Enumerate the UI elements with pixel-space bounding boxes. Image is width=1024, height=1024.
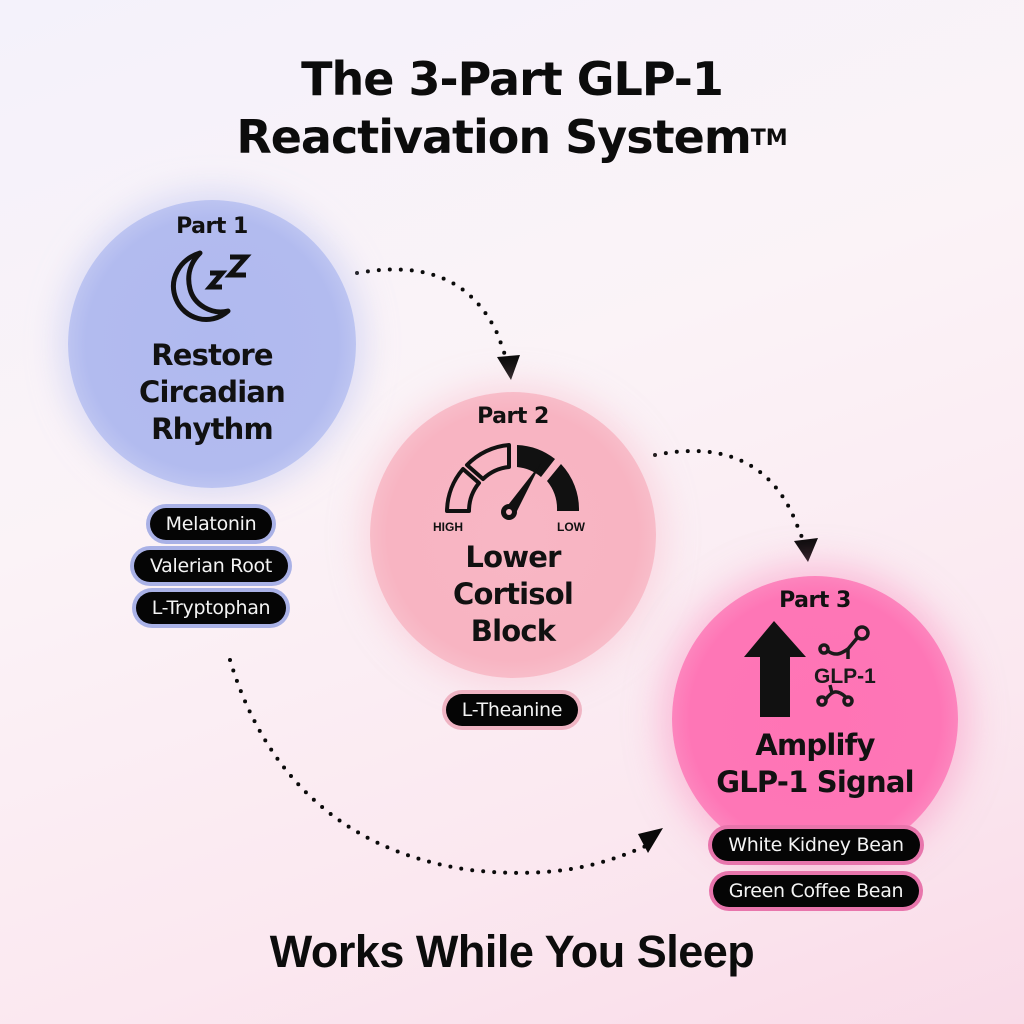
- gauge-high-label: HIGH: [433, 520, 463, 533]
- arrow-part2-to-part3: [653, 449, 805, 542]
- molecule-icon: [816, 625, 870, 707]
- part-3-circle: Part 3 GLP-1 Amplify GLP-1 Signal: [672, 576, 958, 862]
- moon-sleep-icon: [171, 250, 252, 322]
- arrow-part1-to-part3: [228, 658, 650, 875]
- arrowhead-part3: [794, 538, 818, 562]
- arrow-part1-to-part2: [355, 267, 508, 360]
- up-arrow-molecule-icon: GLP-1: [744, 621, 876, 717]
- ingredient-pill: L-Theanine: [445, 694, 579, 726]
- ingredient-pill: Melatonin: [149, 508, 273, 540]
- up-arrow-icon: [744, 621, 806, 717]
- part-1-circle: Part 1 Restore Circadian Rhythm: [68, 200, 356, 488]
- gauge-low-label: LOW: [557, 520, 586, 533]
- part-3-heading: Amplify GLP-1 Signal: [716, 728, 914, 799]
- glp-1-molecule-label: GLP-1: [814, 665, 876, 688]
- title-line-1: The 3-Part GLP-1: [301, 52, 724, 106]
- ingredient-pill: Valerian Root: [133, 550, 289, 582]
- part-3-ingredients: White Kidney Bean Green Coffee Bean: [698, 829, 934, 907]
- part-2-circle: Part 2 HIGH LOW Lower Cortisol Block: [370, 392, 656, 678]
- title-line-2: Reactivation SystemTM: [236, 110, 788, 164]
- part-1-ingredients: Melatonin Valerian Root L-Tryptophan: [120, 508, 302, 624]
- trademark-symbol: TM: [750, 126, 788, 151]
- cortisol-gauge-icon: HIGH LOW: [433, 443, 586, 533]
- part-3-label: Part 3: [779, 588, 851, 613]
- part-2-ingredients: L-Theanine: [436, 694, 588, 726]
- ingredient-pill: L-Tryptophan: [135, 592, 287, 624]
- ingredient-pill: Green Coffee Bean: [712, 875, 920, 907]
- arrowhead-part2: [497, 355, 520, 380]
- part-2-heading: Lower Cortisol Block: [452, 540, 574, 648]
- part-2-label: Part 2: [477, 404, 549, 429]
- footer-tagline: Works While You Sleep: [269, 926, 755, 977]
- arrowhead-part3-bottom: [638, 828, 663, 853]
- page-title: The 3-Part GLP-1 Reactivation SystemTM: [0, 50, 1024, 166]
- ingredient-pill: White Kidney Bean: [712, 829, 920, 861]
- part-1-heading: Restore Circadian Rhythm: [139, 338, 286, 446]
- part-1-label: Part 1: [176, 214, 248, 239]
